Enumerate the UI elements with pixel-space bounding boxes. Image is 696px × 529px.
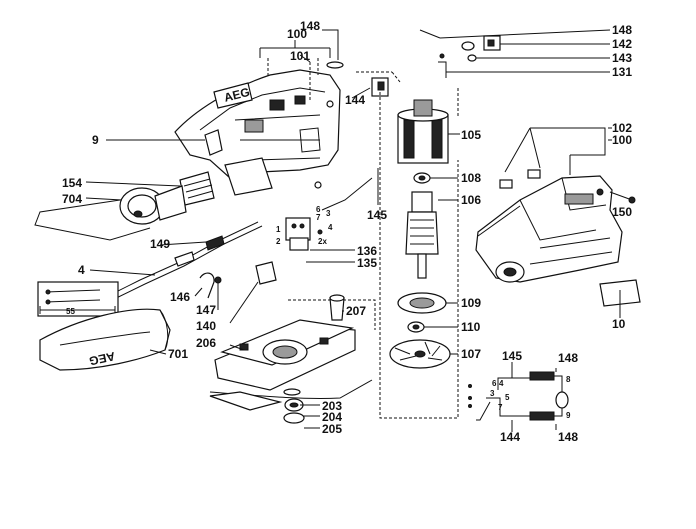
brush-holder-144 [356, 71, 401, 97]
callout-109: 109 [461, 296, 481, 310]
schem-label-4: 4 [499, 379, 504, 388]
callout-148-schematic-bottom: 148 [558, 430, 578, 444]
callout-106: 106 [461, 193, 481, 207]
callout-101: 101 [290, 49, 310, 63]
callout-110: 110 [461, 320, 481, 334]
callout-204: 204 [322, 410, 342, 424]
callout-135: 135 [357, 256, 377, 270]
callout-149: 149 [150, 237, 170, 251]
leader-lines [85, 29, 621, 432]
wire-label-2x: 2x [318, 237, 327, 246]
clip-148 [322, 29, 344, 69]
callout-9: 9 [92, 133, 99, 147]
schem-label-7: 7 [498, 403, 503, 412]
callout-143: 143 [612, 51, 632, 65]
callout-140: 140 [196, 319, 216, 333]
callout-148-top-left: 148 [300, 19, 320, 33]
armature-106 [405, 191, 439, 279]
schem-label-8: 8 [566, 375, 571, 384]
callout-205: 205 [322, 422, 342, 436]
callout-147: 147 [196, 303, 216, 317]
wire-label-4: 4 [328, 223, 333, 232]
motor-dash-box [379, 88, 459, 419]
bearing-110 [407, 321, 425, 333]
callout-100-101-bracket [259, 40, 331, 102]
callout-148-schematic-top: 148 [558, 351, 578, 365]
schem-label-3: 3 [490, 389, 495, 398]
field-coil-105 [397, 99, 449, 164]
fan-107 [389, 339, 451, 369]
callout-144-top: 144 [345, 93, 365, 107]
gear-109 [397, 292, 447, 314]
brush-assembly-top [419, 29, 501, 78]
wire-label-3: 3 [326, 209, 331, 218]
bearing-stack [283, 388, 305, 424]
wire-label-1: 1 [276, 225, 281, 234]
callout-207: 207 [346, 304, 366, 318]
wiring-schematic: 6 4 5 3 7 8 9 [468, 368, 571, 421]
callout-55: 55 [66, 307, 75, 316]
brand-text-handle: AEG [223, 85, 252, 105]
callout-704: 704 [62, 192, 82, 206]
callout-145-schematic: 145 [502, 349, 522, 363]
wire-label-2: 2 [276, 237, 281, 246]
wire-label-7: 7 [316, 213, 321, 222]
bracket-102-100 [504, 127, 606, 175]
cord-clip-146 [199, 272, 215, 299]
callout-701: 701 [168, 347, 188, 361]
callout-150: 150 [612, 205, 632, 219]
brand-text-bag: AEG [88, 349, 116, 368]
callout-100-top: 100 [287, 27, 307, 41]
callout-labels: 100 101 148 9 144 154 704 149 4 55 146 1… [62, 19, 632, 444]
callout-146: 146 [170, 290, 190, 304]
callout-108: 108 [461, 171, 481, 185]
plug-detail-box [37, 281, 119, 317]
callout-10: 10 [612, 317, 626, 331]
dust-bag-701: AEG [39, 308, 171, 371]
bearing-108 [413, 172, 431, 184]
base-plate-206 [209, 299, 376, 399]
wire-terminals: 6 7 3 4 [316, 177, 373, 232]
sanding-pad [209, 391, 283, 411]
callout-145-left: 145 [367, 208, 387, 222]
callout-154: 154 [62, 176, 82, 190]
screw-150 [609, 191, 636, 204]
power-cord-149 [99, 221, 263, 305]
schem-label-5: 5 [505, 393, 510, 402]
schem-label-9: 9 [566, 411, 571, 420]
callout-144-schematic: 144 [500, 430, 520, 444]
strain-relief-154 [179, 171, 215, 206]
dust-nozzle-704 [34, 185, 187, 241]
callout-203: 203 [322, 399, 342, 413]
callout-100-right: 100 [612, 133, 632, 147]
housing-left-half [174, 69, 341, 196]
callout-142: 142 [612, 37, 632, 51]
callout-105: 105 [461, 128, 481, 142]
callout-4: 4 [78, 263, 85, 277]
wire-label-6: 6 [316, 205, 321, 214]
schem-label-6: 6 [492, 379, 497, 388]
callout-102: 102 [612, 121, 632, 135]
callout-131: 131 [612, 65, 632, 79]
callout-136: 136 [357, 244, 377, 258]
callout-148-top-right: 148 [612, 23, 632, 37]
block-140 [255, 261, 277, 285]
callout-206: 206 [196, 336, 216, 350]
aeg-logo-plate: AEG [213, 82, 253, 109]
switch-136: 1 2 2x [276, 217, 327, 251]
screw-147 [214, 276, 222, 300]
callout-107: 107 [461, 347, 481, 361]
housing-right-half [475, 169, 623, 283]
sleeve-207 [329, 294, 345, 321]
